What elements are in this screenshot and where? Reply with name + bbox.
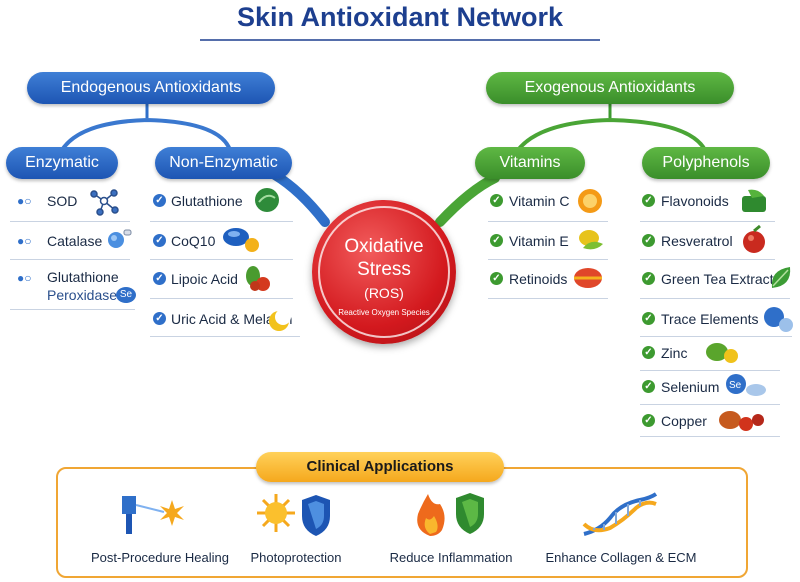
oxidative-stress-node: Oxidative Stress (ROS) Reactive Oxygen S… xyxy=(312,200,456,344)
clinical-header: Clinical Applications xyxy=(256,452,504,482)
endogenous-header: Endogenous Antioxidants xyxy=(27,72,275,104)
bullet-icon: ●○ xyxy=(17,234,32,248)
vitamins-header: Vitamins xyxy=(475,147,585,179)
leaf-icon xyxy=(742,189,766,212)
copper-icon xyxy=(719,411,764,431)
sun-shield-icon xyxy=(257,494,330,536)
enzymatic-header: Enzymatic xyxy=(6,147,118,179)
capsule-icon xyxy=(579,230,603,250)
polyphenols-item: Selenium xyxy=(661,379,720,395)
laser-icon xyxy=(122,496,184,534)
check-icon: ✓ xyxy=(642,312,655,325)
check-icon: ✓ xyxy=(642,380,655,393)
vitamins-item: Retinoids xyxy=(509,271,568,287)
polyphenols-item: Trace Elements xyxy=(661,311,759,327)
check-icon: ✓ xyxy=(642,234,655,247)
dna-icon xyxy=(582,492,658,536)
orange-icon xyxy=(578,189,602,213)
check-icon: ✓ xyxy=(490,234,503,247)
check-icon: ✓ xyxy=(153,312,166,325)
enzymatic-item: Peroxidase xyxy=(47,287,118,303)
bullet-icon: ●○ xyxy=(17,194,32,208)
check-icon: ✓ xyxy=(642,346,655,359)
ros-line2: Stress xyxy=(357,259,411,280)
ros-line1: Oxidative xyxy=(344,236,424,257)
pill-capsule-icon xyxy=(223,228,259,252)
check-icon: ✓ xyxy=(153,234,166,247)
flame-shield-icon xyxy=(417,493,484,536)
bullet-icon: ●○ xyxy=(17,271,32,285)
tea-leaf-icon xyxy=(771,267,791,288)
fruit-icon xyxy=(246,266,270,291)
check-icon: ✓ xyxy=(642,414,655,427)
ros-line3: (ROS) xyxy=(364,285,404,301)
check-icon: ✓ xyxy=(490,272,503,285)
berry-icon xyxy=(743,224,765,253)
ros-line4: Reactive Oxygen Species xyxy=(338,308,430,317)
non-enzymatic-item: Glutathione xyxy=(171,193,243,209)
clinical-item: Reduce Inflammation xyxy=(389,550,513,565)
vitamins-item: Vitamin C xyxy=(509,193,570,209)
clinical-item: Enhance Collagen & ECM xyxy=(545,550,697,565)
vitamins-item: Vitamin E xyxy=(509,233,569,249)
exogenous-header: Exogenous Antioxidants xyxy=(486,72,734,104)
moon-icon xyxy=(269,309,291,331)
page-title: Skin Antioxidant Network xyxy=(236,2,564,32)
check-icon: ✓ xyxy=(153,272,166,285)
svg-text:Se: Se xyxy=(729,380,742,391)
non-enzymatic-item: Lipoic Acid xyxy=(171,271,238,287)
selenium-badge: Se xyxy=(116,287,136,303)
enzymatic-item: SOD xyxy=(47,193,78,209)
check-icon: ✓ xyxy=(642,272,655,285)
polyphenols-item: Copper xyxy=(661,413,707,429)
leaf-icon xyxy=(255,188,279,212)
check-icon: ✓ xyxy=(642,194,655,207)
enzymatic-item: Catalase xyxy=(47,233,103,249)
polyphenols-header: Polyphenols xyxy=(642,147,770,179)
non-enzymatic-header: Non-Enzymatic xyxy=(155,147,292,179)
pill-icon xyxy=(706,343,738,363)
enzymatic-item: Glutathione xyxy=(47,269,119,285)
polyphenols-item: Zinc xyxy=(661,345,688,361)
clinical-item: Post-Procedure Healing xyxy=(90,550,230,565)
polyphenols-item: Green Tea Extract xyxy=(661,271,774,287)
selenium-icon: Se xyxy=(726,374,766,396)
polyphenols-item: Resveratrol xyxy=(661,233,733,249)
clinical-item: Photoprotection xyxy=(250,550,342,565)
molecule-icon xyxy=(90,189,119,216)
non-enzymatic-item: Uric Acid & Melanin xyxy=(171,311,293,327)
check-icon: ✓ xyxy=(153,194,166,207)
mineral-icon xyxy=(764,307,793,332)
polyphenols-item: Flavonoids xyxy=(661,193,729,209)
check-icon: ✓ xyxy=(490,194,503,207)
capsule-icon xyxy=(574,268,602,288)
non-enzymatic-item: CoQ10 xyxy=(171,233,216,249)
capsule-icon xyxy=(108,229,132,248)
